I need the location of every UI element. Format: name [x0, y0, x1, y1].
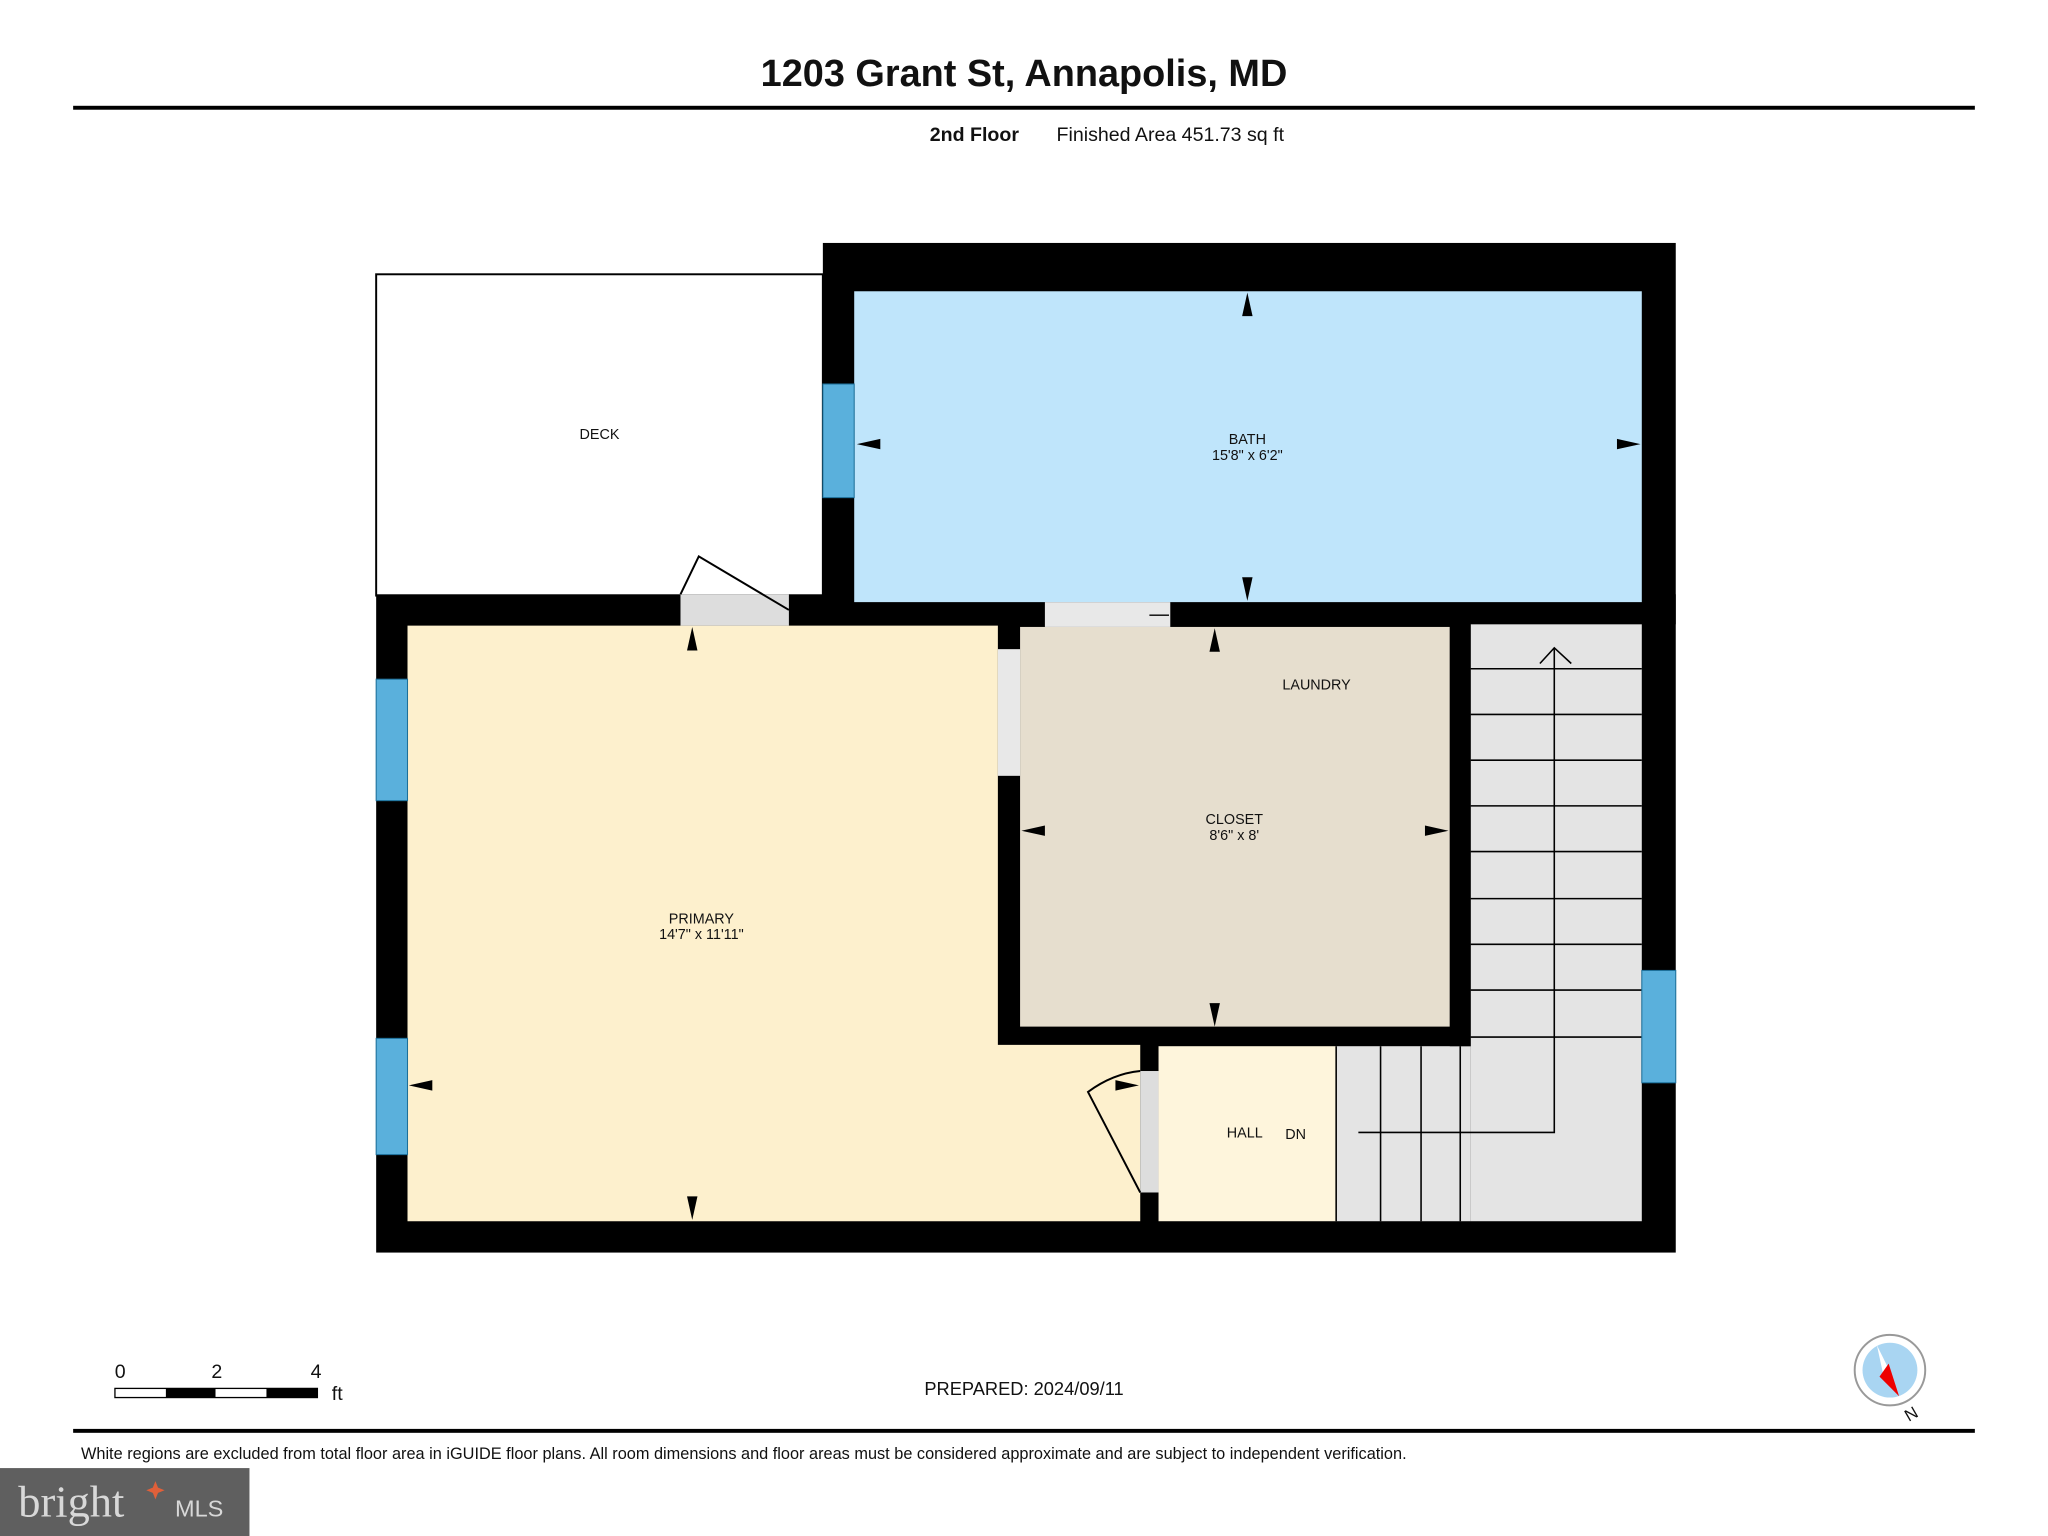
stairs-down-label: DN: [1285, 1127, 1306, 1143]
bath-room: [854, 291, 1642, 603]
door-swing: [679, 555, 790, 611]
svg-text:bright: bright: [18, 1476, 125, 1526]
stairs: [1470, 624, 1642, 1222]
primary-label: PRIMARY: [669, 911, 735, 927]
window: [375, 678, 409, 802]
closet-label: CLOSET: [1206, 812, 1264, 828]
page-title: 1203 Grant St, Annapolis, MD: [761, 53, 1288, 95]
deck-area: [375, 273, 824, 597]
svg-text:MLS: MLS: [175, 1495, 223, 1521]
hall-room: [1158, 1046, 1337, 1222]
header-divider: [73, 105, 1975, 110]
window: [822, 383, 855, 499]
door-opening: [1140, 1071, 1159, 1193]
stair-treads: [1335, 646, 1642, 1222]
scale-bar: 0 2 4 ft: [114, 1361, 343, 1405]
bath-label: BATH: [1229, 432, 1266, 448]
scale-tick-label: 2: [211, 1361, 222, 1383]
laundry-label: LAUNDRY: [1282, 678, 1351, 694]
scale-tick-label: 0: [115, 1361, 126, 1383]
door-swing: [1086, 1070, 1142, 1193]
finished-area: Finished Area 451.73 sq ft: [1057, 124, 1285, 146]
bright-mls-logo: bright MLS: [0, 1468, 250, 1536]
door-opening: [997, 649, 1021, 776]
prepared-date: PREPARED: 2024/09/11: [924, 1378, 1123, 1399]
primary-room: [407, 625, 1141, 1222]
deck-label: DECK: [580, 427, 620, 443]
closet-dims: 8'6" x 8': [1209, 828, 1259, 844]
window: [375, 1037, 409, 1156]
primary-dims: 14'7" x 11'11": [659, 927, 744, 943]
door-opening: [680, 594, 789, 626]
closet-room: [1020, 626, 1450, 1027]
bath-dims: 15'8" x 6'2": [1212, 448, 1283, 464]
stairs: [1336, 1046, 1471, 1222]
window: [1641, 969, 1677, 1084]
wall: [1449, 624, 1471, 1047]
scale-unit: ft: [332, 1383, 343, 1405]
floor-name: 2nd Floor: [930, 124, 1020, 146]
dimension-arrows: [408, 292, 1641, 1220]
compass-icon: N: [1853, 1333, 1927, 1426]
scale-tick-label: 4: [311, 1361, 322, 1383]
footer-divider: [73, 1428, 1975, 1433]
windows: [375, 383, 1677, 1156]
hall-label: HALL: [1227, 1126, 1263, 1142]
compass-north-label: N: [1901, 1403, 1921, 1426]
disclaimer: White regions are excluded from total fl…: [81, 1445, 1407, 1463]
